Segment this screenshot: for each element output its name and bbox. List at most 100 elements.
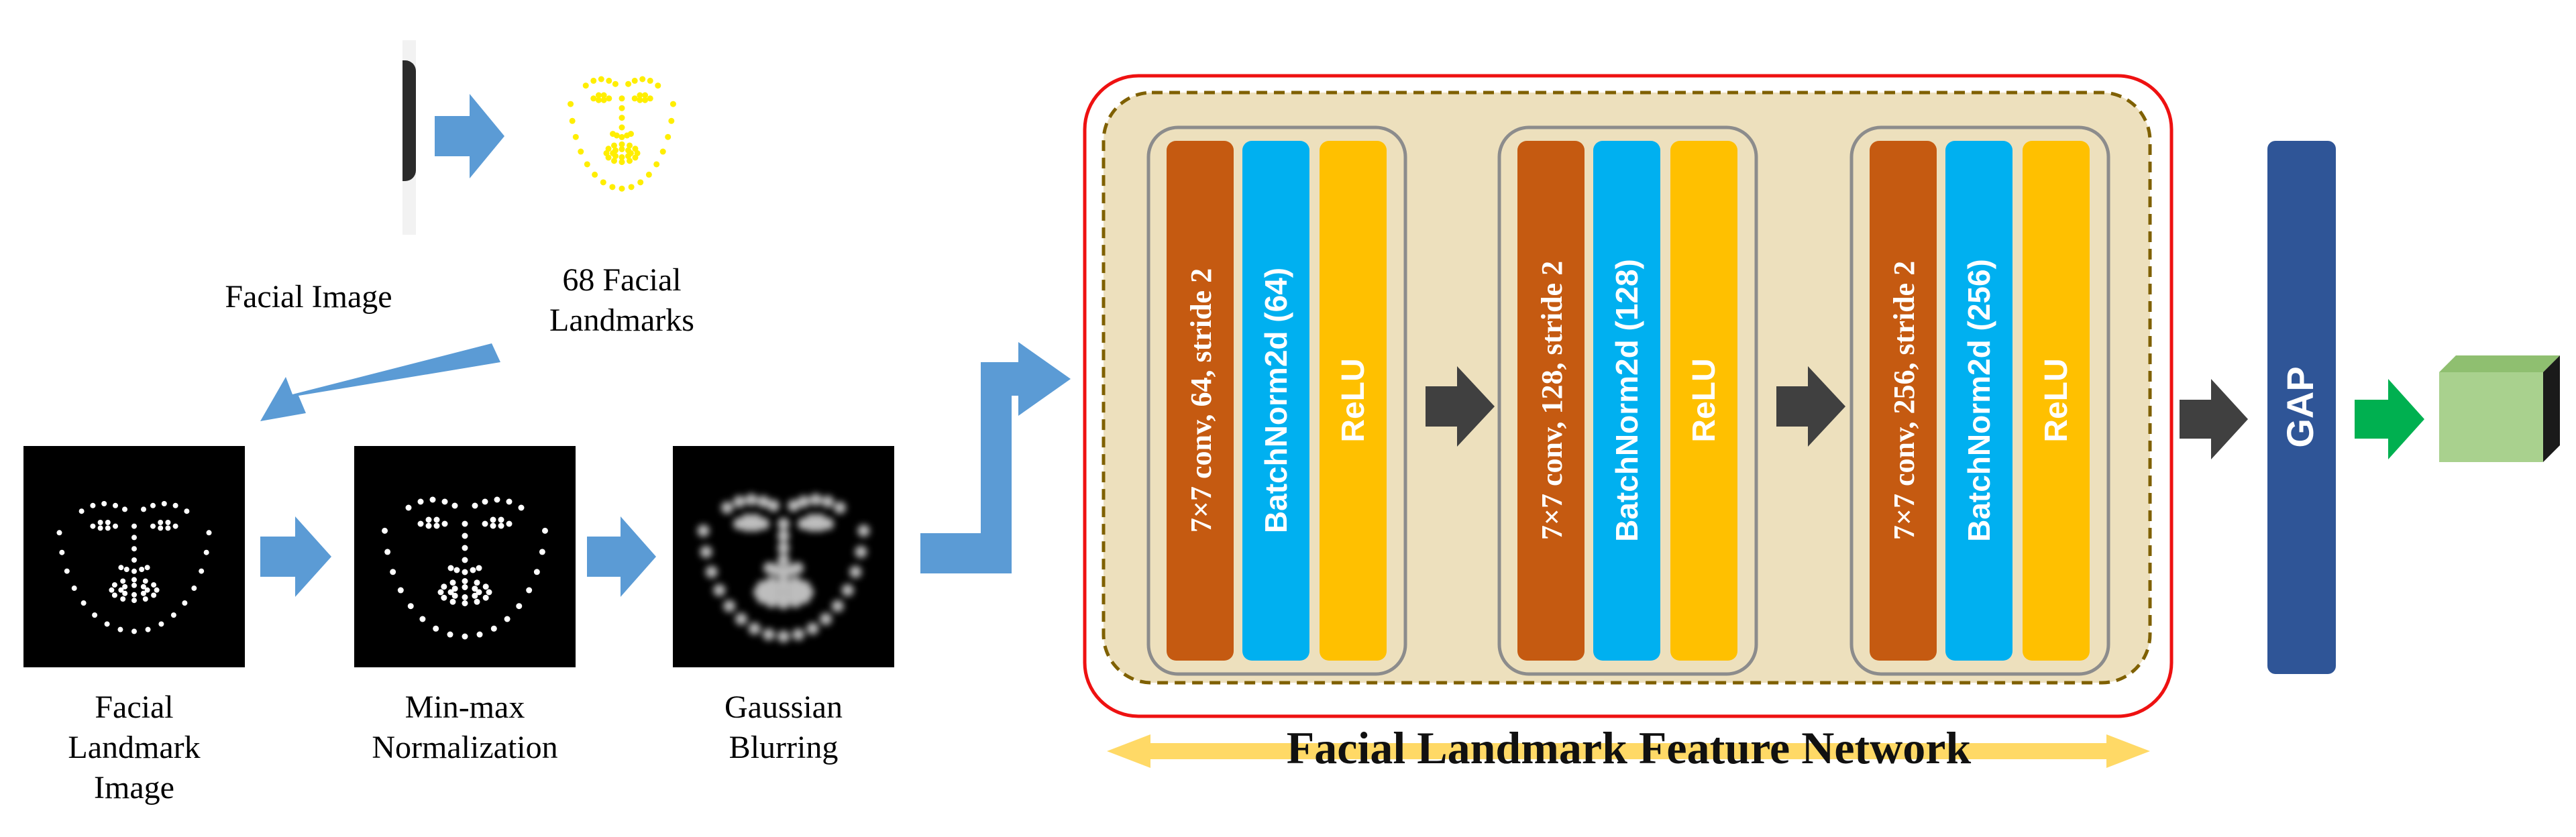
arrow-landmark-image-to-minmax [260,516,331,597]
landmark-dot [653,161,660,168]
landmark-dot [172,523,178,529]
landmark-dot [142,596,148,602]
landmark-dot [437,589,444,596]
landmark-blob [777,542,790,554]
landmark-dot [451,592,458,599]
landmark-dot [113,523,118,529]
landmarks-label: 68 Facial Landmarks [549,262,694,338]
landmark-dot [627,158,633,164]
conv-block-frame [1497,125,1758,676]
landmark-dot [97,520,103,525]
conv-block-frame [1146,125,1407,676]
landmark-dot [59,549,65,555]
landmark-dot [619,105,625,111]
landmark-dot [516,603,523,610]
landmark-dot [90,523,96,529]
landmark-dot [447,631,453,638]
landmark-dot [447,589,454,596]
landmark-dot [78,508,85,514]
landmark-blob [820,613,833,626]
landmark-dot [595,97,602,103]
landmark-dot [150,502,156,508]
landmark-dot [486,589,492,596]
arrow-landmarks-to-image [260,343,500,421]
landmark-dot [612,80,619,87]
landmark-dot [472,585,478,592]
landmark-dot [158,621,164,627]
landmark-dot [449,579,456,586]
landmark-dot [144,565,150,571]
landmark-dot [572,133,579,140]
landmark-dot [526,587,533,594]
facial-landmark-image [23,446,245,667]
landmark-blob [822,496,834,508]
landmark-dot [140,590,146,596]
landmark-dot [619,154,625,160]
facial-image-label: Facial Image [225,279,392,315]
landmark-dot [165,520,171,525]
landmark-dot [600,92,607,99]
landmark-blob [767,500,780,512]
landmark-dot [470,567,476,573]
landmark-dot [584,161,590,168]
landmark-dot [154,587,160,593]
landmark-dot [64,568,70,574]
landmark-dot [462,557,468,563]
landmark-dot [390,569,396,575]
landmark-dot [474,598,480,605]
landmark-dot [645,171,652,178]
arrow-gaussian-to-network [920,342,1071,573]
landmark-dot [504,616,511,622]
landmark-dot [417,498,424,505]
landmark-blob [721,502,733,514]
output-feature-cube-icon [2439,355,2560,462]
landmark-dot [105,520,111,525]
conv-layer-label: 7×7 conv, 128, stride 2 [1536,261,1568,540]
landmark-dot [462,578,468,584]
landmark-dot [142,578,148,584]
landmark-dot [600,97,607,103]
landmark-dot [462,600,468,606]
landmark-dot [482,583,489,590]
landmark-dot [122,583,128,590]
landmark-dot [123,567,129,572]
landmark-dot [131,628,137,634]
gap-bar [2267,141,2336,674]
landmark-dot [405,504,412,511]
landmark-dot [612,147,619,154]
landmark-dot [606,77,612,84]
landmark-dot [498,522,504,529]
landmark-blob [806,622,819,635]
landmark-blob [849,565,862,578]
landmark-dot [462,533,468,539]
facial-landmarks-photo [515,20,729,235]
arrow-photo-to-landmarks [435,94,504,178]
landmark-dot [619,185,625,192]
landmark-dot [462,569,468,575]
batchnorm-layer-label: BatchNorm2d (128) [1609,259,1644,542]
landmark-dot [109,587,115,593]
landmark-dot [151,582,157,588]
landmark-blob [798,496,810,508]
landmark-dot [590,77,597,84]
landmark-dot [627,142,633,149]
landmark-blob [788,500,800,512]
landmark-dot [144,587,150,593]
landmark-dot [490,522,496,529]
gap-layer: GAP [2267,141,2336,674]
landmark-blob [705,565,718,578]
landmark-dot [131,577,137,583]
landmark-dot [131,568,137,574]
landmark-dot [578,148,584,155]
landmark-dot [637,92,643,99]
landmark-blob [723,600,736,612]
landmark-dot [433,625,439,632]
conv-block-frame [1849,125,2110,676]
landmark-dot [165,525,171,531]
landmark-dot [122,590,128,596]
conv-layer [1167,141,1234,661]
batchnorm-layer-label: BatchNorm2d (64) [1258,268,1293,533]
landmark-dot [482,520,488,527]
